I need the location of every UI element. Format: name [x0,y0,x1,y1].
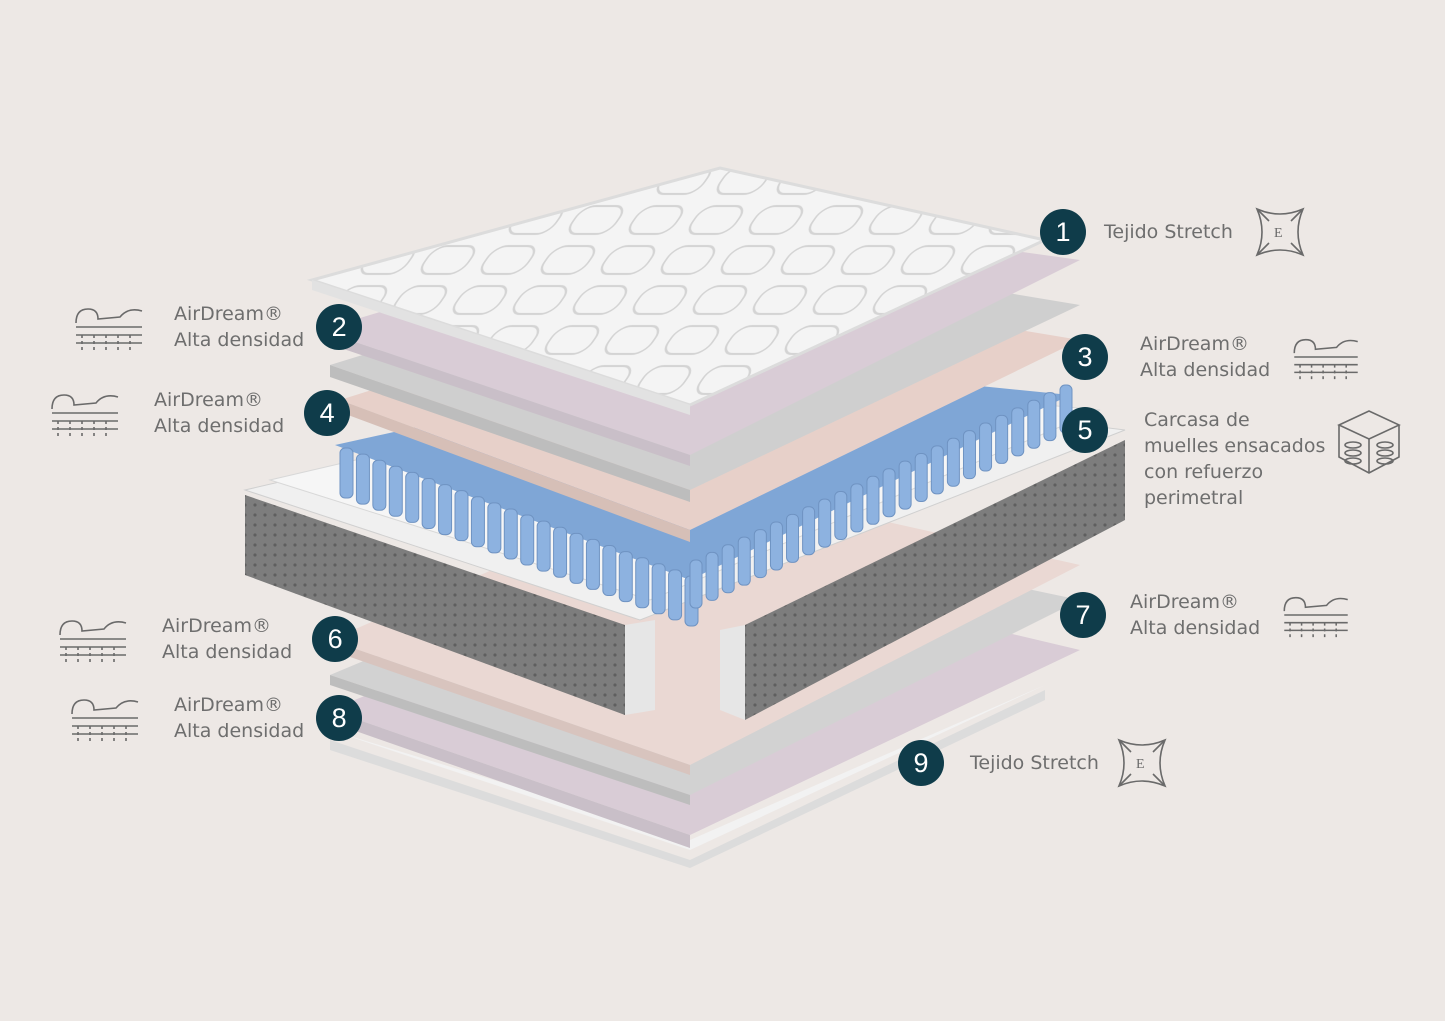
stretch-fabric-icon: E [1115,736,1169,790]
spring-column [470,496,485,548]
callout-layer-9: 9 Tejido Stretch E [898,736,1169,790]
svg-text:E: E [1136,757,1145,772]
foam-layer-icon [1290,332,1362,382]
spring-column [602,545,617,597]
spring-column [914,452,928,502]
callout-layer-1: 1 Tejido Stretch E [1040,205,1307,259]
spring-column [786,513,800,563]
pocket-spring-icon [1335,407,1403,477]
stretch-fabric-icon: E [1253,205,1307,259]
spring-column [651,563,666,615]
layer-number-badge: 9 [898,740,944,786]
layer-number-badge: 8 [316,695,363,741]
spring-column [834,491,848,541]
layer-number-badge: 3 [1062,334,1108,380]
spring-column [520,514,535,566]
callout-layer-7: 7 AirDream® Alta densidad [1060,589,1352,641]
spring-column [668,569,683,621]
spring-column [618,551,633,603]
layer-label: AirDream® Alta densidad [1140,333,1271,381]
layer-label: AirDream® Alta densidad [174,303,305,351]
spring-column [802,506,816,556]
spring-column [553,526,568,578]
callout-layer-6: AirDream® Alta densidad 6 [56,613,359,665]
callout-layer-5: 5 Carcasa de muelles ensacados con refue… [1062,407,1403,511]
spring-column [818,498,832,548]
spring-column [769,521,783,571]
spring-column [1011,407,1025,457]
spring-column [339,447,354,499]
layer-label: Carcasa de muelles ensacados con refuerz… [1144,409,1326,509]
spring-column [962,430,976,480]
callout-layer-4: AirDream® Alta densidad 4 [48,387,351,439]
spring-column [995,414,1009,464]
layer-label: AirDream® Alta densidad [174,694,305,742]
layer-label: Tejido Stretch [1104,221,1233,243]
spring-column [372,459,387,511]
spring-column [454,490,469,542]
spring-column [850,483,864,533]
layer-number-badge: 4 [304,390,351,436]
layer-label: Tejido Stretch [970,752,1099,774]
spring-column [503,508,518,560]
layer-number-badge: 6 [312,616,359,662]
spring-column [635,557,650,609]
spring-column [388,465,403,517]
spring-column [737,536,751,586]
foam-layer-icon [48,387,122,439]
spring-column [721,544,735,594]
spring-column [536,520,551,572]
spring-column [1027,399,1041,449]
spring-column [1043,392,1057,442]
spring-column [979,422,993,472]
layer-label: AirDream® Alta densidad [154,389,285,437]
spring-column [866,475,880,525]
spring-column [355,453,370,505]
spring-column [753,529,767,579]
layer-label: AirDream® Alta densidad [162,615,293,663]
spring-column [438,484,453,536]
spring-column [569,532,584,584]
spring-column [421,477,436,529]
foam-layer-icon [68,692,142,744]
spring-column [882,468,896,518]
spring-column [487,502,502,554]
layer-number-badge: 1 [1040,209,1086,255]
spring-column [585,538,600,590]
spring-column [405,471,420,523]
spring-column [689,559,703,609]
layer-number-badge: 5 [1062,407,1108,453]
callout-layer-8: AirDream® Alta densidad 8 [68,692,363,744]
foam-layer-icon [1280,590,1352,640]
spring-column [930,445,944,495]
layer-label: AirDream® Alta densidad [1130,591,1261,639]
spring-column [898,460,912,510]
spring-column [705,551,719,601]
callout-layer-3: 3 AirDream® Alta densidad [1062,331,1362,383]
foam-layer-icon [72,301,146,353]
layer-number-badge: 2 [316,304,363,350]
layer-number-badge: 7 [1060,592,1106,638]
foam-layer-icon [56,613,130,665]
layer-6-foam [330,480,1080,775]
callout-layer-2: AirDream® Alta densidad 2 [72,301,363,353]
svg-text:E: E [1274,226,1283,241]
spring-column [946,437,960,487]
